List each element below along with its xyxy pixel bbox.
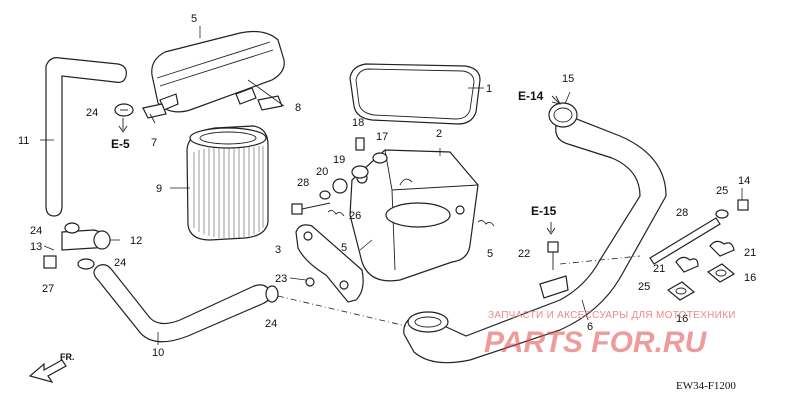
label-16-right: 16 bbox=[744, 272, 756, 284]
gasket bbox=[349, 63, 481, 125]
label-21-right: 21 bbox=[744, 247, 756, 259]
leader-lines bbox=[40, 26, 743, 345]
plug-13 bbox=[43, 255, 57, 269]
label-1: 1 bbox=[486, 83, 492, 95]
label-25-top: 25 bbox=[716, 185, 728, 197]
label-24-top: 24 bbox=[86, 107, 98, 119]
label-28-left: 28 bbox=[297, 177, 309, 189]
label-17: 17 bbox=[376, 131, 388, 143]
bolt-28-left bbox=[291, 202, 331, 215]
label-7: 7 bbox=[151, 137, 157, 149]
ref-e-5: E-5 bbox=[111, 137, 130, 151]
label-14: 14 bbox=[738, 175, 750, 187]
collar-19 bbox=[351, 165, 369, 179]
bolt-18 bbox=[355, 137, 365, 151]
label-2: 2 bbox=[436, 128, 442, 140]
watermark: ЗАПЧАСТИ И АКСЕССУАРЫ ДЛЯ МОТОТЕХНИКИ PA… bbox=[484, 310, 736, 359]
air-filter-element bbox=[186, 125, 269, 241]
front-label: FR. bbox=[60, 352, 75, 362]
label-5-left: 5 bbox=[341, 242, 347, 254]
clip-21-left bbox=[675, 256, 699, 273]
label-16-lower: 16 bbox=[676, 313, 688, 325]
air-cleaner-case bbox=[349, 149, 479, 282]
label-6: 6 bbox=[587, 321, 593, 333]
watermark-caption: ЗАПЧАСТИ И АКСЕССУАРЫ ДЛЯ МОТОТЕХНИКИ bbox=[488, 310, 736, 321]
watermark-logo: PARTS FOR.RU bbox=[484, 326, 708, 359]
label-3: 3 bbox=[275, 244, 281, 256]
clip-5-b bbox=[477, 219, 495, 227]
hose-11 bbox=[45, 57, 127, 217]
front-arrow-icon bbox=[28, 359, 67, 384]
washer-23 bbox=[305, 277, 315, 287]
label-12: 12 bbox=[130, 235, 142, 247]
label-23: 23 bbox=[275, 273, 287, 285]
label-19: 19 bbox=[333, 154, 345, 166]
ref-e-15: E-15 bbox=[531, 204, 557, 218]
hose-10 bbox=[93, 264, 271, 343]
label-9: 9 bbox=[156, 183, 162, 195]
clip-8 bbox=[257, 95, 283, 111]
clip-21-right bbox=[709, 240, 735, 257]
figure-code: EW34-F1200 bbox=[676, 380, 736, 392]
label-24-left: 24 bbox=[30, 225, 42, 237]
bolt-14 bbox=[737, 199, 749, 211]
grommet-20 bbox=[319, 178, 348, 200]
ref-e-14-arrow-icon bbox=[551, 95, 561, 105]
ref-e-15-arrow-icon bbox=[546, 222, 556, 235]
joint-12 bbox=[61, 229, 111, 251]
label-27: 27 bbox=[42, 283, 54, 295]
ref-e-5-arrow-icon bbox=[118, 118, 128, 133]
ref-e-14: E-14 bbox=[518, 89, 544, 103]
clamp-24-top bbox=[114, 103, 134, 117]
label-15: 15 bbox=[562, 73, 574, 85]
label-24-bottom: 24 bbox=[265, 318, 277, 330]
label-4: 5 bbox=[191, 13, 197, 25]
label-13: 13 bbox=[30, 241, 42, 253]
clamp-24-lower bbox=[77, 258, 95, 270]
part-labels: 5 1 2 3 5 5 6 7 8 9 10 11 12 13 14 15 16… bbox=[18, 13, 756, 359]
label-25-lower: 25 bbox=[638, 281, 650, 293]
bracket bbox=[295, 224, 364, 303]
label-11: 11 bbox=[18, 135, 29, 147]
bracket-on-duct bbox=[539, 275, 569, 299]
clip-7 bbox=[142, 103, 167, 124]
label-21-left: 21 bbox=[653, 263, 665, 275]
clamp-24-right bbox=[265, 285, 279, 303]
label-24-mid: 24 bbox=[114, 257, 126, 269]
label-22: 22 bbox=[518, 248, 530, 260]
section-refs: E-5 E-14 E-15 bbox=[111, 89, 561, 235]
bolt-28-right bbox=[649, 217, 721, 265]
label-28-right: 28 bbox=[676, 207, 688, 219]
grommet-17 bbox=[372, 152, 388, 164]
grommet-16-lower bbox=[666, 281, 696, 301]
clamp-24-left bbox=[64, 222, 80, 234]
label-20: 20 bbox=[316, 166, 328, 178]
label-18: 18 bbox=[352, 117, 364, 129]
label-10: 10 bbox=[152, 347, 164, 359]
grommet-16-right bbox=[706, 263, 736, 283]
connecting-tube bbox=[403, 117, 667, 364]
label-8: 8 bbox=[295, 102, 301, 114]
clamp-band-15 bbox=[548, 102, 578, 128]
front-direction-indicator: FR. bbox=[28, 352, 75, 384]
bolt-22 bbox=[547, 241, 559, 270]
label-5-right: 5 bbox=[487, 248, 493, 260]
clip-5-a bbox=[327, 209, 345, 217]
air-cleaner-cover bbox=[151, 30, 285, 113]
label-26: 26 bbox=[349, 210, 361, 222]
collar-25-top bbox=[715, 209, 729, 219]
